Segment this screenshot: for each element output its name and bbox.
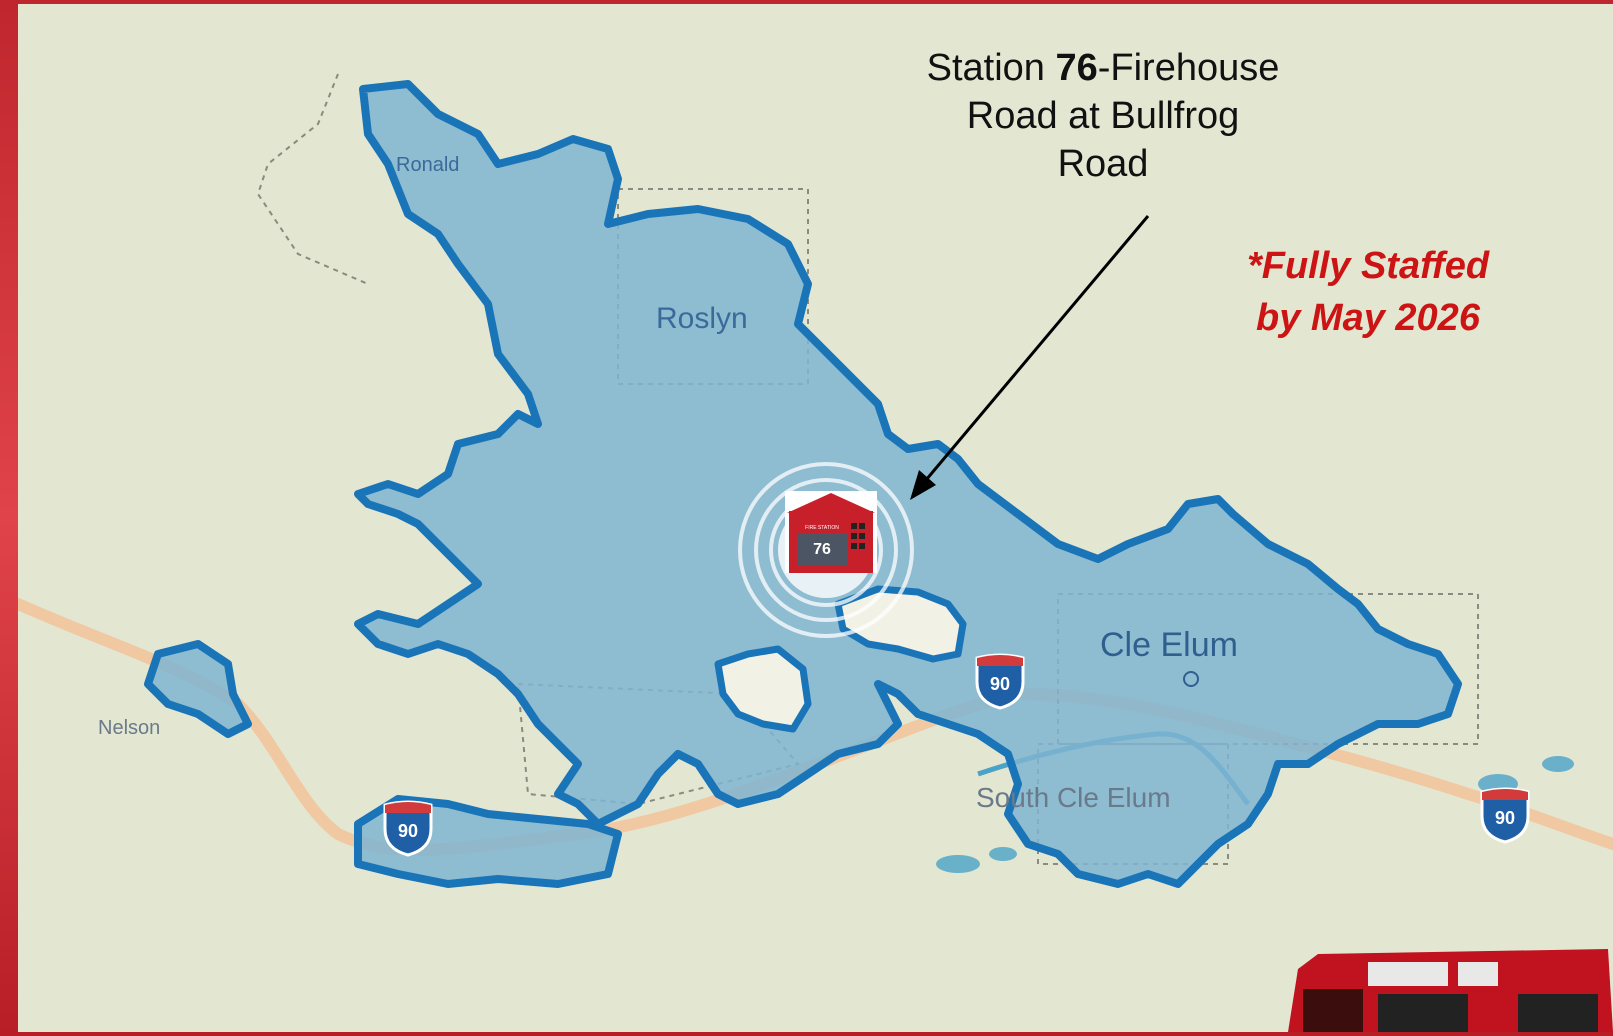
shield-graphic (383, 800, 433, 857)
fire-station-icon[interactable]: FIRE STATION 76 (785, 491, 877, 573)
coverage-area (144, 80, 1462, 888)
fire-station-badge: FIRE STATION (805, 525, 839, 531)
fire-station-graphic (787, 493, 875, 573)
place-label-cle-elum: Cle Elum (1100, 626, 1238, 664)
interstate-shield-icon: 90 (381, 799, 435, 857)
place-label-ronald: Ronald (396, 154, 460, 176)
staffing-note: *Fully Staffed by May 2026 (1198, 240, 1538, 344)
callout-line-2: Road at Bullfrog (966, 95, 1240, 137)
station-callout: Station 76-Firehouse Road at Bullfrog Ro… (923, 44, 1283, 188)
callout-suffix: -Firehouse (1097, 47, 1280, 89)
shield-label: 90 (989, 674, 1011, 694)
place-label-south-cle-elum: South Cle Elum (976, 782, 1171, 813)
map-panel: FIRE STATION 76 90 90 90 Ronald Roslyn C… (18, 4, 1613, 1032)
staffing-note-line-1: *Fully Staffed (1246, 245, 1490, 287)
shield-graphic (1480, 787, 1530, 844)
fire-station-number: 76 (813, 541, 831, 558)
callout-arrow (910, 215, 1150, 500)
shield-graphic (975, 653, 1025, 710)
cle-elum-marker-icon (1183, 671, 1199, 687)
interstate-shield-icon: 90 (973, 652, 1027, 710)
callout-prefix: Station (926, 47, 1056, 89)
shield-label: 90 (397, 821, 419, 841)
callout-line-3: Road (1057, 143, 1149, 185)
coverage-gaps (714, 585, 967, 733)
callout-station-number: 76 (1055, 47, 1098, 89)
fire-truck-image (1288, 949, 1613, 1032)
shield-label: 90 (1494, 808, 1516, 828)
staffing-note-line-2: by May 2026 (1256, 297, 1480, 339)
place-label-nelson: Nelson (98, 717, 161, 739)
place-label-roslyn: Roslyn (656, 302, 748, 335)
interstate-shield-icon: 90 (1478, 786, 1532, 844)
callout-line-1: Station 76-Firehouse (923, 44, 1283, 92)
